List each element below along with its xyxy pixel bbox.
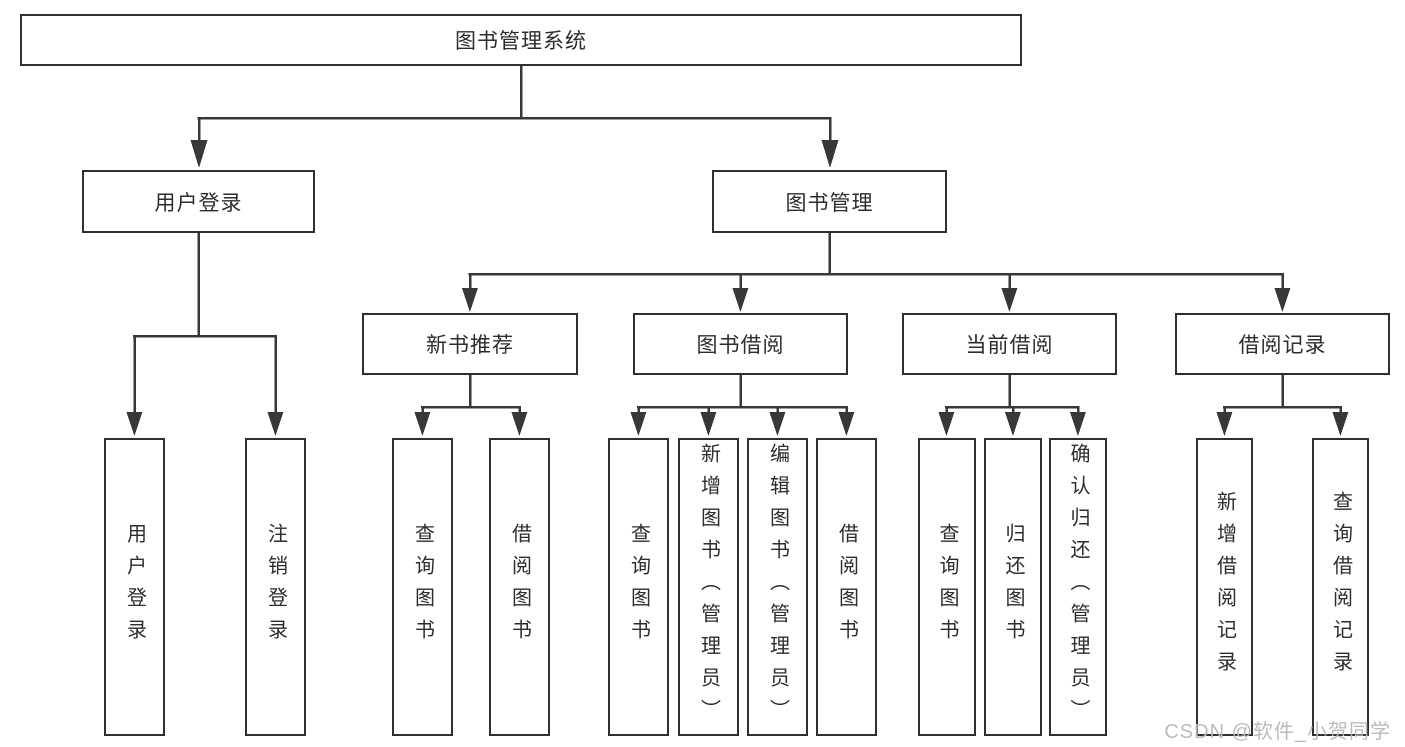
leaf-query-book-borrow: 查询图书 (608, 438, 669, 736)
leaf-borrow-book: 借阅图书 (816, 438, 877, 736)
node-root: 图书管理系统 (20, 14, 1022, 66)
node-current-borrow: 当前借阅 (902, 313, 1117, 375)
node-borrow-record: 借阅记录 (1175, 313, 1390, 375)
leaf-user-login: 用户登录 (104, 438, 165, 736)
node-book-borrow: 图书借阅 (633, 313, 848, 375)
leaf-query-book-current: 查询图书 (918, 438, 976, 736)
node-book-management: 图书管理 (712, 170, 947, 233)
watermark: CSDN @软件_小贺同学 (1164, 721, 1391, 743)
leaf-logout-login: 注销登录 (245, 438, 306, 736)
node-user-login: 用户登录 (82, 170, 315, 233)
leaf-query-borrow-record: 查询借阅记录 (1312, 438, 1369, 736)
leaf-return-book: 归还图书 (984, 438, 1042, 736)
leaf-confirm-return-admin: 确认归还（管理员） (1049, 438, 1107, 736)
leaf-query-book-recommend: 查询图书 (392, 438, 453, 736)
leaf-borrow-book-recommend: 借阅图书 (489, 438, 550, 736)
leaf-add-book-admin: 新增图书（管理员） (678, 438, 739, 736)
leaf-edit-book-admin: 编辑图书（管理员） (747, 438, 808, 736)
leaf-add-borrow-record: 新增借阅记录 (1196, 438, 1253, 736)
node-new-book-recommend: 新书推荐 (362, 313, 578, 375)
